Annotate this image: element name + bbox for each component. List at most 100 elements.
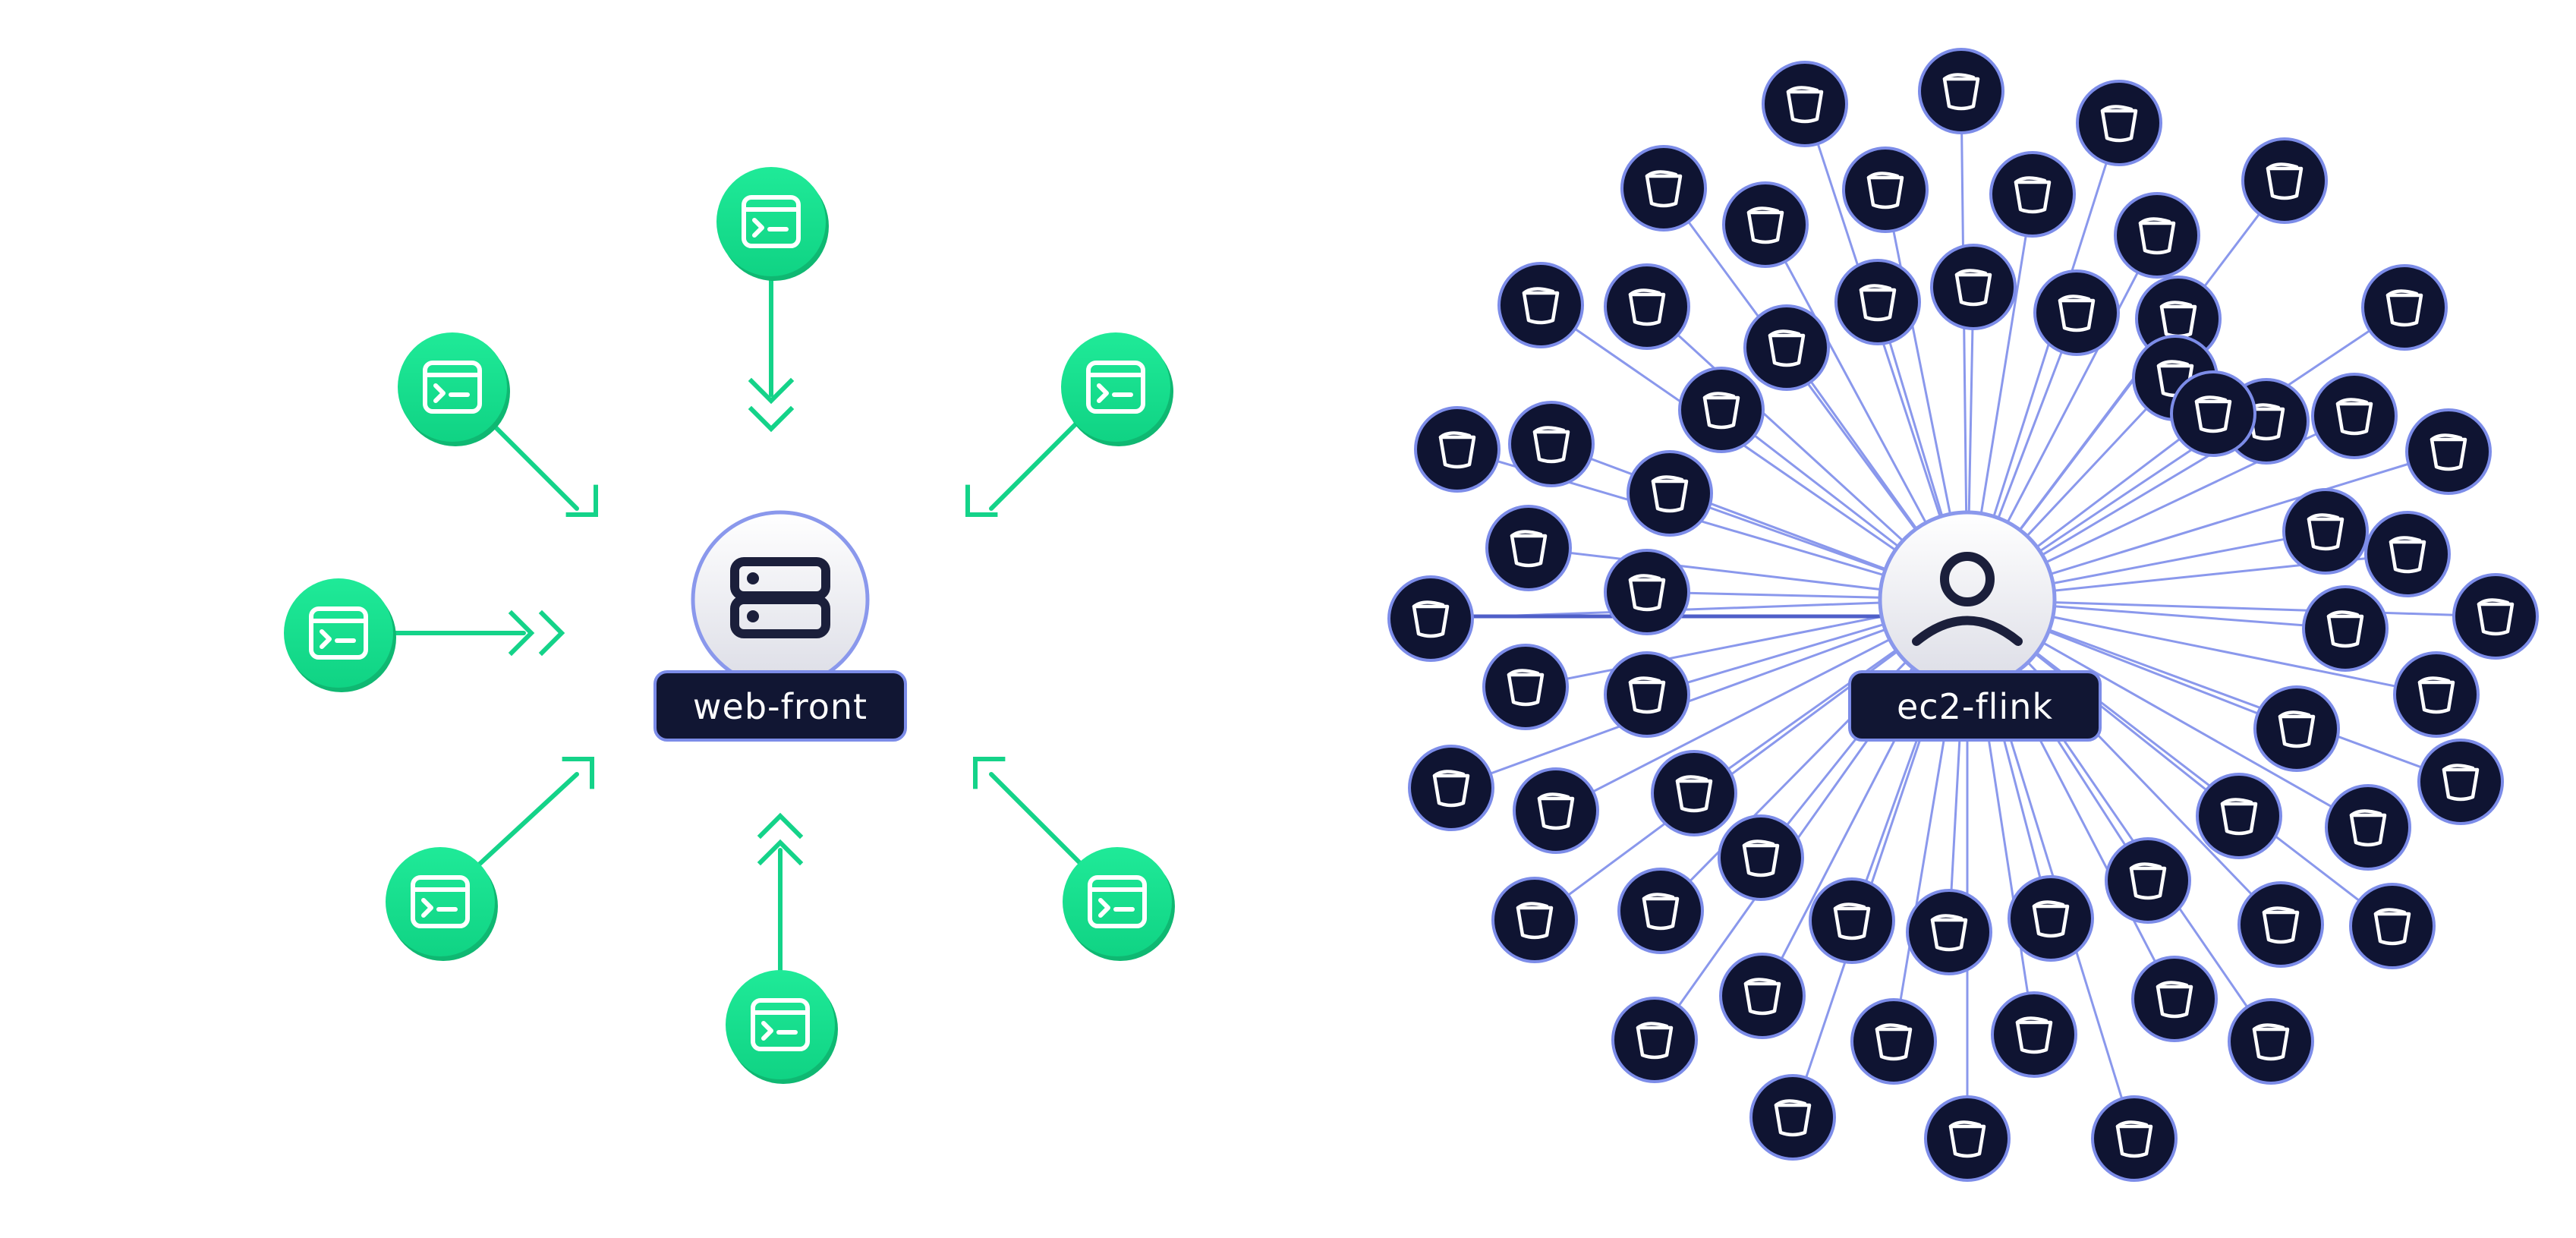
- bucket-node[interactable]: [2241, 137, 2328, 224]
- bucket-icon: [1537, 792, 1575, 830]
- terminal-window-icon: [1086, 361, 1145, 414]
- bucket-icon: [1948, 1120, 1986, 1158]
- bucket-node[interactable]: [2237, 881, 2324, 968]
- terminal-window-icon: [423, 361, 482, 414]
- bucket-node[interactable]: [1834, 259, 1921, 345]
- ec2-flink-node[interactable]: ec2-flink: [1848, 510, 2102, 742]
- bucket-node[interactable]: [1617, 868, 1704, 954]
- bucket-node[interactable]: [2105, 837, 2191, 924]
- bucket-node[interactable]: [1762, 61, 1848, 147]
- bucket-node[interactable]: [1906, 889, 1992, 975]
- bucket-icon: [1833, 903, 1871, 940]
- bucket-node[interactable]: [1414, 406, 1501, 493]
- terminal-window-icon: [1088, 875, 1147, 928]
- bucket-node[interactable]: [2114, 192, 2200, 279]
- incoming-arrow: [757, 812, 804, 975]
- bucket-icon: [1651, 475, 1689, 513]
- bucket-node[interactable]: [1930, 244, 2017, 330]
- bucket-icon: [1774, 1099, 1812, 1137]
- bucket-icon: [2220, 798, 2258, 836]
- bucket-icon: [1743, 978, 1781, 1016]
- incoming-arrows: [389, 272, 1085, 975]
- web-front-node[interactable]: web-front: [653, 510, 907, 742]
- bucket-icon: [1768, 329, 1806, 367]
- bucket-node[interactable]: [1842, 146, 1929, 233]
- bucket-node[interactable]: [2170, 370, 2256, 457]
- bucket-icon: [2442, 764, 2480, 802]
- bucket-node[interactable]: [2325, 784, 2411, 871]
- bucket-node[interactable]: [1485, 505, 1572, 591]
- bucket-node[interactable]: [1918, 48, 2004, 134]
- terminal-node[interactable]: [1061, 332, 1173, 446]
- bucket-node[interactable]: [2405, 408, 2492, 495]
- bucket-node[interactable]: [2196, 773, 2282, 859]
- bucket-node[interactable]: [2282, 488, 2369, 575]
- bucket-node[interactable]: [2393, 651, 2480, 738]
- bucket-icon: [1786, 86, 1824, 124]
- bucket-node[interactable]: [2302, 585, 2389, 672]
- bucket-node[interactable]: [2228, 998, 2314, 1085]
- bucket-node[interactable]: [1508, 401, 1595, 487]
- bucket-node[interactable]: [1743, 304, 1830, 391]
- bucket-icon: [1746, 206, 1784, 244]
- bucket-icon: [1636, 1022, 1674, 1060]
- bucket-node[interactable]: [1611, 997, 1698, 1083]
- bucket-node[interactable]: [1809, 877, 1895, 964]
- bucket-node[interactable]: [1604, 263, 1690, 350]
- bucket-node[interactable]: [2091, 1095, 2178, 1182]
- bucket-icon: [2373, 908, 2411, 946]
- bucket-node[interactable]: [1627, 450, 1713, 537]
- terminal-node[interactable]: [1063, 847, 1175, 961]
- bucket-node[interactable]: [1651, 750, 1737, 836]
- bucket-node[interactable]: [2008, 875, 2094, 962]
- bucket-node[interactable]: [1408, 745, 1494, 831]
- bucket-node[interactable]: [2253, 685, 2340, 772]
- bucket-node[interactable]: [1924, 1095, 2011, 1182]
- terminal-node[interactable]: [398, 332, 510, 446]
- bucket-node[interactable]: [2076, 80, 2162, 166]
- bucket-node[interactable]: [2349, 883, 2436, 969]
- bucket-node[interactable]: [1491, 877, 1578, 963]
- bucket-icon: [1522, 287, 1560, 325]
- bucket-icon: [2389, 536, 2426, 574]
- bucket-node[interactable]: [2311, 373, 2398, 459]
- bucket-node[interactable]: [2361, 264, 2448, 351]
- bucket-icon: [1702, 392, 1740, 430]
- bucket-icon: [2058, 295, 2096, 332]
- web-front-label: web-front: [653, 670, 907, 742]
- terminal-node[interactable]: [726, 970, 838, 1084]
- bucket-node[interactable]: [1620, 145, 1707, 232]
- terminal-node[interactable]: [284, 578, 396, 692]
- bucket-node[interactable]: [2417, 739, 2504, 825]
- bucket-icon: [2262, 906, 2300, 944]
- bucket-icon: [2252, 1023, 2290, 1061]
- bucket-icon: [1628, 676, 1666, 714]
- bucket-icon: [1675, 775, 1713, 813]
- terminal-node[interactable]: [716, 167, 829, 281]
- bucket-icon: [1645, 170, 1683, 208]
- bucket-node[interactable]: [1749, 1074, 1836, 1161]
- bucket-node[interactable]: [1989, 151, 2076, 238]
- bucket-node[interactable]: [1482, 644, 1569, 730]
- bucket-node[interactable]: [2452, 573, 2539, 660]
- bucket-node[interactable]: [1604, 549, 1690, 635]
- terminal-node[interactable]: [386, 847, 498, 961]
- bucket-icon: [1954, 269, 1992, 307]
- bucket-node[interactable]: [2033, 269, 2120, 356]
- bucket-icon: [1930, 914, 1968, 952]
- bucket-icon: [1942, 73, 1980, 111]
- bucket-node[interactable]: [1678, 367, 1765, 453]
- bucket-node[interactable]: [1387, 575, 1474, 662]
- bucket-node[interactable]: [2131, 956, 2218, 1042]
- bucket-node[interactable]: [1513, 767, 1599, 854]
- bucket-node[interactable]: [1497, 262, 1584, 348]
- bucket-node[interactable]: [1722, 181, 1809, 268]
- bucket-node[interactable]: [1850, 998, 1937, 1085]
- bucket-node[interactable]: [2364, 511, 2451, 597]
- bucket-icon: [1438, 431, 1476, 469]
- bucket-node[interactable]: [1718, 814, 1804, 901]
- bucket-node[interactable]: [1719, 953, 1806, 1039]
- bucket-node[interactable]: [1991, 991, 2077, 1078]
- bucket-node[interactable]: [1604, 651, 1690, 738]
